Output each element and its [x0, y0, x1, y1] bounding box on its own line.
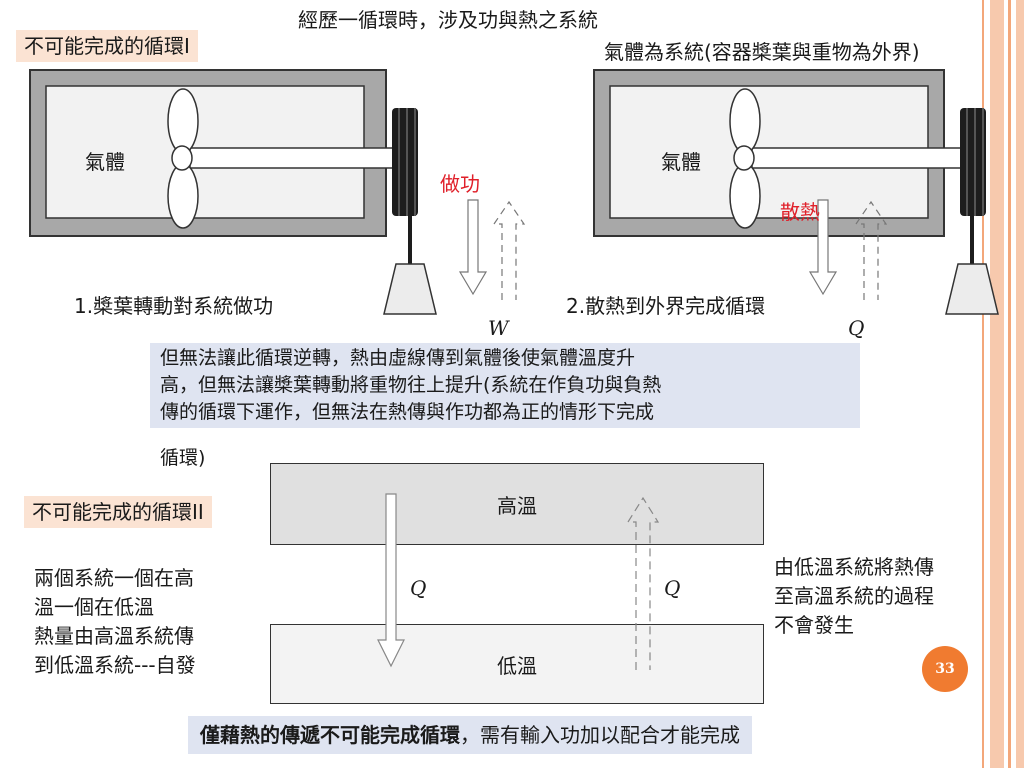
page-number-badge: 33 — [922, 646, 968, 692]
explanation-line: 高，但無法讓槳葉轉動將重物往上提升(系統在作負功與負熱 — [160, 374, 662, 396]
note-line: 不會發生 — [774, 613, 854, 637]
explanation-line: 但無法讓此循環逆轉，熱由虛線傳到氣體後使氣體溫度升 — [160, 347, 636, 369]
q-left-symbol: Q — [410, 576, 427, 600]
footer-rest: ，需有輸入功加以配合才能完成 — [460, 723, 740, 747]
note-line: 由低溫系統將熱傳 — [774, 555, 934, 579]
heat-label: 散熱 — [780, 200, 820, 224]
system-note: 氣體為系統(容器槳葉與重物為外界) — [604, 40, 920, 64]
left-gas-label: 氣體 — [85, 150, 125, 174]
work-symbol: W — [488, 316, 509, 340]
note-line: 溫一個在低溫 — [34, 595, 154, 619]
right-caption: 2.散熱到外界完成循環 — [566, 294, 766, 318]
explanation-line: 循環) — [160, 447, 206, 469]
footer-bold: 僅藉熱的傳遞不可能完成循環 — [200, 723, 460, 747]
heat-flow-arrows — [377, 493, 660, 670]
low-temp-box: 低溫 — [270, 624, 764, 704]
explanation-note: 但無法讓此循環逆轉，熱由虛線傳到氣體後使氣體溫度升 高，但無法讓槳葉轉動將重物往… — [150, 343, 860, 428]
heat-symbol: Q — [848, 316, 865, 340]
right-apparatus — [593, 69, 999, 315]
cycle1-label: 不可能完成的循環I — [16, 30, 198, 62]
left-apparatus — [29, 69, 526, 315]
side-stripes — [978, 0, 1024, 768]
footer-note: 僅藉熱的傳遞不可能完成循環，需有輸入功加以配合才能完成 — [188, 716, 752, 754]
impossible-note: 由低溫系統將熱傳 至高溫系統的過程 不會發生 — [774, 553, 934, 640]
explanation-line: 傳的循環下運作，但無法在熱傳與作功都為正的情形下完成 — [160, 401, 655, 423]
high-temp-box: 高溫 — [270, 463, 764, 545]
note-line: 熱量由高溫系統傳 — [34, 624, 194, 648]
note-line: 到低溫系統---自發 — [34, 653, 196, 677]
high-temp-label: 高溫 — [497, 493, 537, 518]
cycle2-label: 不可能完成的循環II — [24, 496, 212, 528]
page-number: 33 — [935, 661, 955, 677]
low-temp-label: 低溫 — [497, 653, 537, 678]
spontaneous-note: 兩個系統一個在高 溫一個在低溫 熱量由高溫系統傳 到低溫系統---自發 — [34, 564, 196, 680]
right-gas-label: 氣體 — [661, 150, 701, 174]
q-right-symbol: Q — [664, 576, 681, 600]
note-line: 至高溫系統的過程 — [774, 584, 934, 608]
left-caption: 1.槳葉轉動對系統做功 — [74, 294, 274, 318]
work-label: 做功 — [440, 172, 480, 196]
note-line: 兩個系統一個在高 — [34, 566, 194, 590]
page-title: 經歷一循環時，涉及功與熱之系統 — [298, 8, 598, 32]
